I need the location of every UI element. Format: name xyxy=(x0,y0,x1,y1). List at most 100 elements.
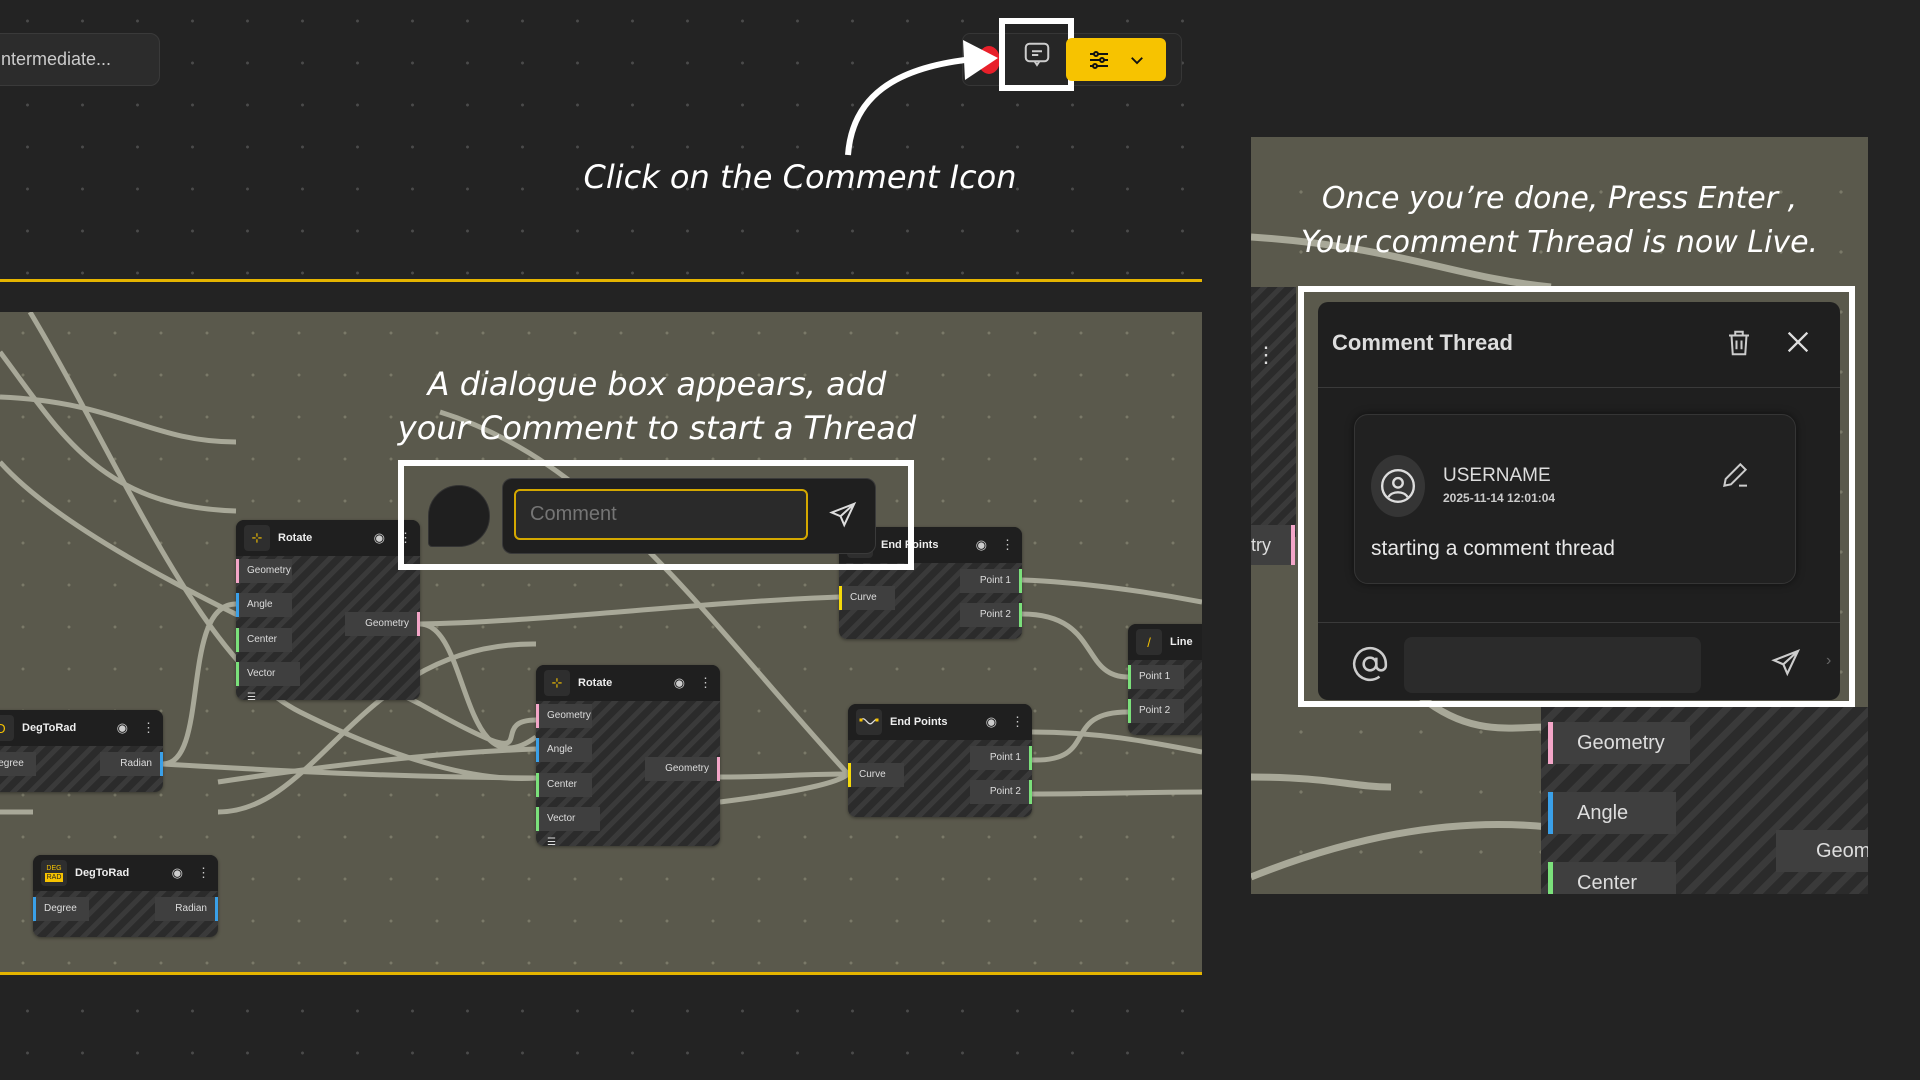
eye-icon[interactable]: ◉ xyxy=(373,530,385,545)
node-title: Rotate xyxy=(278,532,313,544)
thread-title: Comment Thread xyxy=(1332,330,1513,355)
wire xyxy=(0,394,237,445)
eye-icon[interactable]: ◉ xyxy=(673,675,685,690)
trash-icon[interactable] xyxy=(1724,328,1754,358)
close-icon[interactable] xyxy=(1784,328,1812,356)
divider-line xyxy=(0,279,1202,282)
sliders-icon xyxy=(1089,50,1108,69)
output-port-radian[interactable]: Radian xyxy=(100,752,163,776)
comment-input[interactable] xyxy=(514,489,808,540)
divider-line xyxy=(0,972,1202,975)
port-center: Center xyxy=(1548,862,1676,894)
input-port-angle[interactable]: Angle xyxy=(536,738,592,762)
input-port-center[interactable]: Center xyxy=(236,628,292,652)
step3-caption: Once you’re done, Press Enter , Your com… xyxy=(1251,177,1868,265)
port-angle: Angle xyxy=(1548,792,1676,834)
eye-icon[interactable]: ◉ xyxy=(985,714,997,729)
thread-highlight xyxy=(1298,286,1855,707)
node-header: End Points ◉ ⋮ xyxy=(848,704,1032,740)
output-port-point-2[interactable]: Point 2 xyxy=(969,780,1032,804)
send-icon[interactable] xyxy=(828,500,858,530)
mention-icon[interactable] xyxy=(1351,645,1389,683)
step2-line2: your Comment to start a Thread xyxy=(397,409,917,447)
node-title: Rotate xyxy=(578,677,613,689)
step2-line1: A dialogue box appears, add xyxy=(427,365,887,403)
output-port-geometry[interactable]: Geometry xyxy=(345,612,420,636)
input-port-angle[interactable]: Angle xyxy=(236,593,292,617)
more-icon[interactable]: ⋮ xyxy=(1011,714,1024,729)
node-header: ⊹Rotate◉⋮ xyxy=(236,520,420,556)
partial-port: try xyxy=(1251,525,1295,565)
comment-card: USERNAME 2025-11-14 12:01:04 starting a … xyxy=(1354,414,1796,584)
send-icon[interactable] xyxy=(1770,647,1802,679)
project-name: ntermediate... xyxy=(1,49,112,69)
node-type-icon: ⊹ xyxy=(244,525,270,551)
node-title: End Points xyxy=(890,716,948,728)
input-port-center[interactable]: Center xyxy=(536,773,592,797)
port-geometry: Geometry xyxy=(1548,722,1690,764)
node-header: ⊹ Rotate ◉ ⋮ xyxy=(536,665,720,701)
project-name-pill[interactable]: ntermediate... xyxy=(0,33,160,86)
edit-icon[interactable] xyxy=(1719,459,1751,491)
input-port-point-2[interactable]: Point 2 xyxy=(1128,699,1184,723)
eye-icon[interactable]: ◉ xyxy=(171,865,183,880)
node-title: DegToRad xyxy=(22,722,77,734)
more-icon[interactable]: ⋮ xyxy=(1001,537,1014,552)
node-type-icon: / xyxy=(1136,629,1162,655)
vector-settings-icon[interactable]: ☰ xyxy=(547,837,556,848)
step1-caption: Click on the Comment Icon xyxy=(583,158,1017,196)
comment-icon xyxy=(1024,42,1049,67)
node-header: D DegToRad ◉ ⋮ xyxy=(0,710,163,746)
input-port-geometry[interactable]: Geometry xyxy=(536,704,592,728)
pointer-arrow-icon xyxy=(845,40,998,156)
input-port-curve[interactable]: Curve xyxy=(839,586,895,610)
vector-settings-icon[interactable]: ☰ xyxy=(247,692,256,703)
output-port-point-1[interactable]: Point 1 xyxy=(969,746,1032,770)
user-icon xyxy=(1380,468,1416,504)
input-port-vector[interactable]: Vector ☰ xyxy=(236,662,300,703)
output-port-point-2[interactable]: Point 2 xyxy=(959,603,1022,627)
step3-line1: Once you’re done, Press Enter , xyxy=(1321,181,1798,216)
input-port-degree[interactable]: Degree xyxy=(0,752,36,776)
port-geometry-output: Geom xyxy=(1776,830,1868,872)
more-icon[interactable]: ⋮ xyxy=(699,675,712,690)
badge-text: RAD xyxy=(44,873,64,882)
node-title: Line xyxy=(1170,636,1193,648)
node-header: / Line xyxy=(1128,624,1202,660)
input-port-curve[interactable]: Curve xyxy=(848,763,904,787)
node-type-icon: D xyxy=(0,715,14,741)
chevron-right-icon: › xyxy=(1826,652,1832,669)
reply-input[interactable] xyxy=(1404,637,1701,693)
node-wires xyxy=(1251,233,1552,881)
badge-text: DEG xyxy=(46,865,62,872)
input-port-geometry[interactable]: Geometry xyxy=(236,559,292,583)
comment-dialog-highlight xyxy=(398,460,914,570)
divider xyxy=(1318,387,1840,388)
input-port-degree[interactable]: Degree xyxy=(33,897,89,921)
eye-icon[interactable]: ◉ xyxy=(116,720,128,735)
node-title: DegToRad xyxy=(75,867,130,879)
output-port-point-1[interactable]: Point 1 xyxy=(959,569,1022,593)
node-type-icon xyxy=(856,709,882,735)
node-end-points[interactable]: End Points ◉ ⋮ Curve Point 1 Point 2 xyxy=(848,704,1032,817)
node-type-icon: ⊹ xyxy=(544,670,570,696)
input-port-point-1[interactable]: Point 1 xyxy=(1128,665,1184,689)
eye-icon[interactable]: ◉ xyxy=(975,537,987,552)
settings-dropdown-button[interactable] xyxy=(1066,38,1166,81)
step3-line2: Your comment Thread is now Live. xyxy=(1300,225,1819,260)
step2-caption: A dialogue box appears, add your Comment… xyxy=(357,362,957,450)
comment-message: starting a comment thread xyxy=(1371,537,1615,560)
output-port-radian[interactable]: Radian xyxy=(155,897,218,921)
input-port-vector[interactable]: Vector ☰ xyxy=(536,807,600,848)
node-degtorad[interactable]: D DegToRad ◉ ⋮ Degree Radian xyxy=(0,710,163,792)
more-icon[interactable]: ⋮ xyxy=(142,720,155,735)
more-icon[interactable]: ⋮ xyxy=(197,865,210,880)
output-port-geometry[interactable]: Geometry xyxy=(645,757,720,781)
